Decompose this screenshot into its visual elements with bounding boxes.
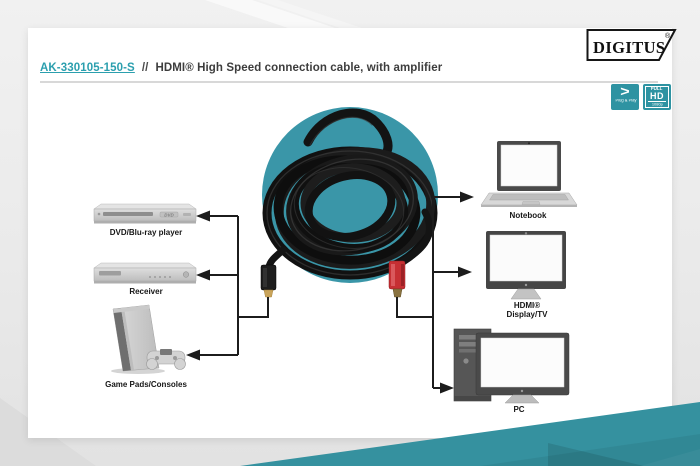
receiver-illustration bbox=[93, 262, 197, 284]
full-hd-text-big: HD bbox=[650, 90, 664, 101]
notebook-illustration bbox=[480, 141, 578, 207]
arrow-to-console bbox=[186, 349, 200, 361]
arrow-to-display bbox=[458, 266, 472, 278]
label-game-console: Game Pads/Consoles bbox=[105, 380, 187, 389]
dvd-logo-text: DVD bbox=[164, 213, 174, 218]
arrowheads-right bbox=[440, 191, 474, 394]
display-tv-illustration bbox=[486, 231, 566, 300]
full-hd-divider bbox=[648, 100, 666, 102]
connection-lines-right bbox=[396, 196, 461, 389]
arrow-to-dvd-player bbox=[196, 210, 210, 222]
full-hd-badge: FULL HD 1080p bbox=[643, 84, 671, 110]
header-divider: // bbox=[141, 62, 149, 74]
background-streak bbox=[205, 0, 335, 28]
arrow-to-notebook bbox=[460, 191, 474, 203]
full-hd-resolution: 1080p bbox=[651, 102, 663, 107]
logo-frame bbox=[586, 29, 677, 61]
arrowheads-left bbox=[186, 210, 210, 361]
chevron-icon: > bbox=[620, 84, 630, 99]
pc-illustration bbox=[453, 328, 570, 404]
arrow-to-pc bbox=[440, 382, 454, 394]
arrow-to-receiver bbox=[196, 269, 210, 281]
product-sku: AK-330105-150-S bbox=[40, 62, 135, 74]
background-streak bbox=[258, 0, 362, 28]
product-title: HDMI® High Speed connection cable, with … bbox=[155, 62, 443, 74]
logo-registered-mark: ® bbox=[665, 32, 671, 40]
hdmi-connector-black bbox=[260, 264, 277, 298]
label-pc: PC bbox=[513, 405, 525, 414]
label-dvd-player: DVD/Blu-ray player bbox=[109, 228, 183, 237]
full-hd-text-small: FULL bbox=[651, 86, 663, 91]
hdmi-cable-coil bbox=[262, 108, 438, 280]
full-hd-frame: FULL HD 1080p bbox=[645, 86, 669, 108]
logo-text: DIGITUS bbox=[593, 38, 666, 57]
plug-and-play-label: Plug & Play bbox=[615, 99, 637, 104]
hdmi-connector-red bbox=[388, 260, 406, 298]
label-display-tv-line1: HDMI® bbox=[513, 301, 541, 310]
digitus-logo: DIGITUS ® bbox=[586, 29, 677, 61]
header-rule bbox=[40, 81, 658, 83]
label-notebook: Notebook bbox=[509, 211, 547, 220]
label-receiver: Receiver bbox=[129, 287, 163, 296]
header: AK-330105-150-S // HDMI® High Speed connec… bbox=[40, 62, 442, 74]
connection-lines-left bbox=[199, 215, 269, 356]
plug-and-play-badge: > Plug & Play bbox=[611, 84, 639, 110]
label-display-tv: HDMI® Display/TV bbox=[507, 301, 548, 319]
dvd-player-illustration: DVD bbox=[93, 203, 197, 224]
game-console-illustration bbox=[111, 304, 186, 374]
label-display-tv-line2: Display/TV bbox=[506, 310, 548, 319]
